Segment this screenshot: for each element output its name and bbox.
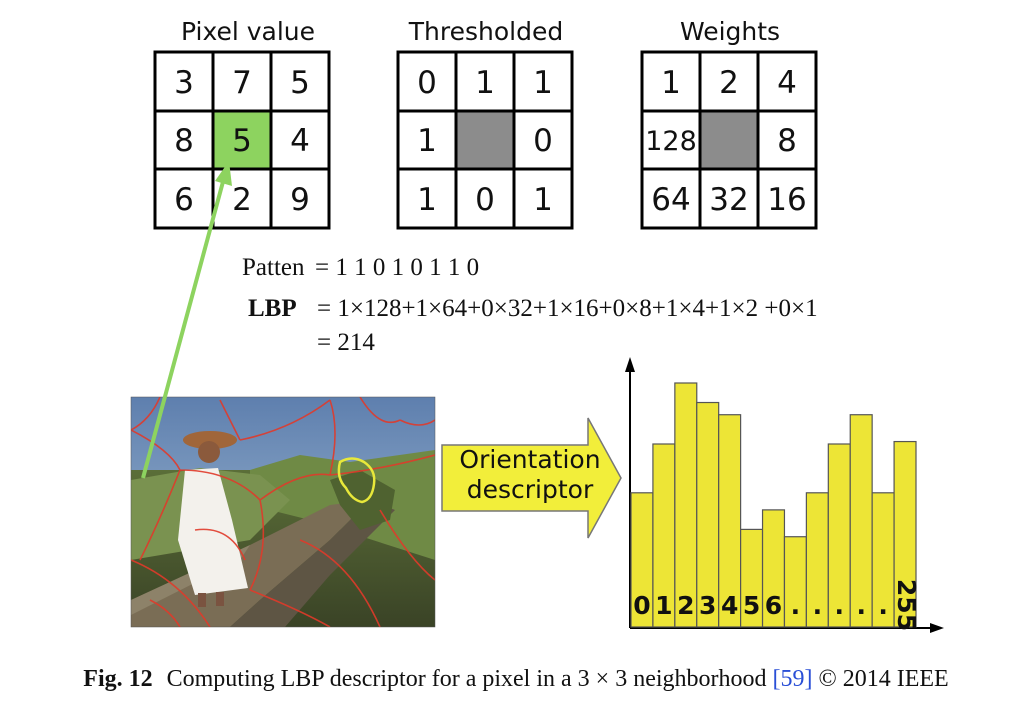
grid-cell: 8 — [777, 123, 797, 159]
grid-cell: 0 — [533, 123, 553, 159]
pixel-value-grid: Pixel value 3 7 5 8 5 4 6 2 9 — [153, 17, 331, 230]
grid-cell: 8 — [174, 123, 194, 159]
lbp-diagram: Pixel value 3 7 5 8 5 4 6 2 9 Thresholde… — [130, 17, 944, 633]
arrow-label: Orientation — [459, 445, 600, 474]
grid-cell: 5 — [232, 123, 252, 159]
grid-cell: 0 — [475, 182, 495, 218]
girl-on-boardwalk-superpixel-photo — [130, 396, 436, 628]
grid-title: Pixel value — [181, 17, 315, 46]
figure-label: Fig. 12 — [83, 666, 153, 692]
grid-cell: 1 — [417, 123, 437, 159]
arrow-label: descriptor — [467, 475, 594, 504]
histogram-bin-label: 6 — [765, 591, 782, 620]
histogram-bin-label: . — [856, 591, 866, 620]
grid-cell: 16 — [767, 182, 806, 218]
pattern-label: Patten — [242, 254, 305, 281]
orientation-descriptor-arrow: Orientation descriptor — [441, 417, 622, 539]
grid-cell: 1 — [475, 65, 495, 101]
lbp-label: LBP — [248, 295, 297, 322]
grid-title: Thresholded — [408, 17, 563, 46]
center-masked-cell — [700, 112, 758, 169]
histogram-bar — [893, 440, 917, 628]
grid-cell: 1 — [533, 65, 553, 101]
histogram-bin-label: 4 — [721, 591, 738, 620]
grid-title: Weights — [680, 17, 780, 46]
histogram-bin-label: . — [878, 591, 888, 620]
histogram-bin-label: 2 — [677, 591, 694, 620]
histogram-bin-label: 255 — [892, 579, 921, 631]
grid-cell: 128 — [645, 126, 697, 157]
grid-cell: 5 — [290, 65, 310, 101]
histogram-bin-label: 0 — [633, 591, 650, 620]
caption-text: Computing LBP descriptor for a pixel in … — [166, 666, 773, 692]
weights-grid: Weights 1 2 4 128 8 64 32 16 — [640, 17, 818, 230]
citation-link[interactable]: [59] — [772, 666, 813, 692]
grid-cell: 32 — [709, 182, 748, 218]
pointer-arrow — [141, 161, 232, 479]
histogram-bin-label: 3 — [699, 591, 716, 620]
histogram-bar — [718, 414, 742, 628]
grid-cell: 6 — [174, 182, 194, 218]
grid-cell: 2 — [232, 182, 252, 218]
grid-cell: 3 — [174, 65, 194, 101]
lbp-result: = 214 — [317, 329, 375, 356]
histogram-bin-label: . — [835, 591, 845, 620]
grid-cell: 0 — [417, 65, 437, 101]
thresholded-grid: Thresholded 0 1 1 1 0 1 0 1 — [396, 17, 574, 230]
grid-cell: 4 — [290, 123, 310, 159]
histogram-bin-label: . — [813, 591, 823, 620]
center-pixel-cell — [213, 112, 271, 169]
highlight-contour — [337, 457, 376, 504]
grid-cell: 64 — [651, 182, 690, 218]
center-masked-cell — [456, 112, 514, 169]
grid-cell: 1 — [417, 182, 437, 218]
histogram-bin-label: . — [791, 591, 801, 620]
lbp-expression: = 1×128+1×64+0×32+1×16+0×8+1×4+1×2 +0×1 — [317, 295, 818, 322]
histogram-bin-label: 5 — [743, 591, 760, 620]
histogram-bin-label: 1 — [655, 591, 672, 620]
grid-cell: 9 — [290, 182, 310, 218]
figure-caption: Fig. 12 Computing LBP descriptor for a pi… — [0, 666, 1032, 693]
grid-cell: 1 — [661, 65, 681, 101]
grid-cell: 2 — [719, 65, 739, 101]
lbp-formula: Patten = 1 1 0 1 0 1 1 0 LBP = 1×128+1×6… — [242, 254, 818, 356]
pattern-value: = 1 1 0 1 0 1 1 0 — [315, 254, 479, 281]
grid-cell: 7 — [232, 65, 252, 101]
caption-copyright: © 2014 IEEE — [812, 666, 949, 692]
grid-cell: 4 — [777, 65, 797, 101]
grid-cell: 1 — [533, 182, 553, 218]
